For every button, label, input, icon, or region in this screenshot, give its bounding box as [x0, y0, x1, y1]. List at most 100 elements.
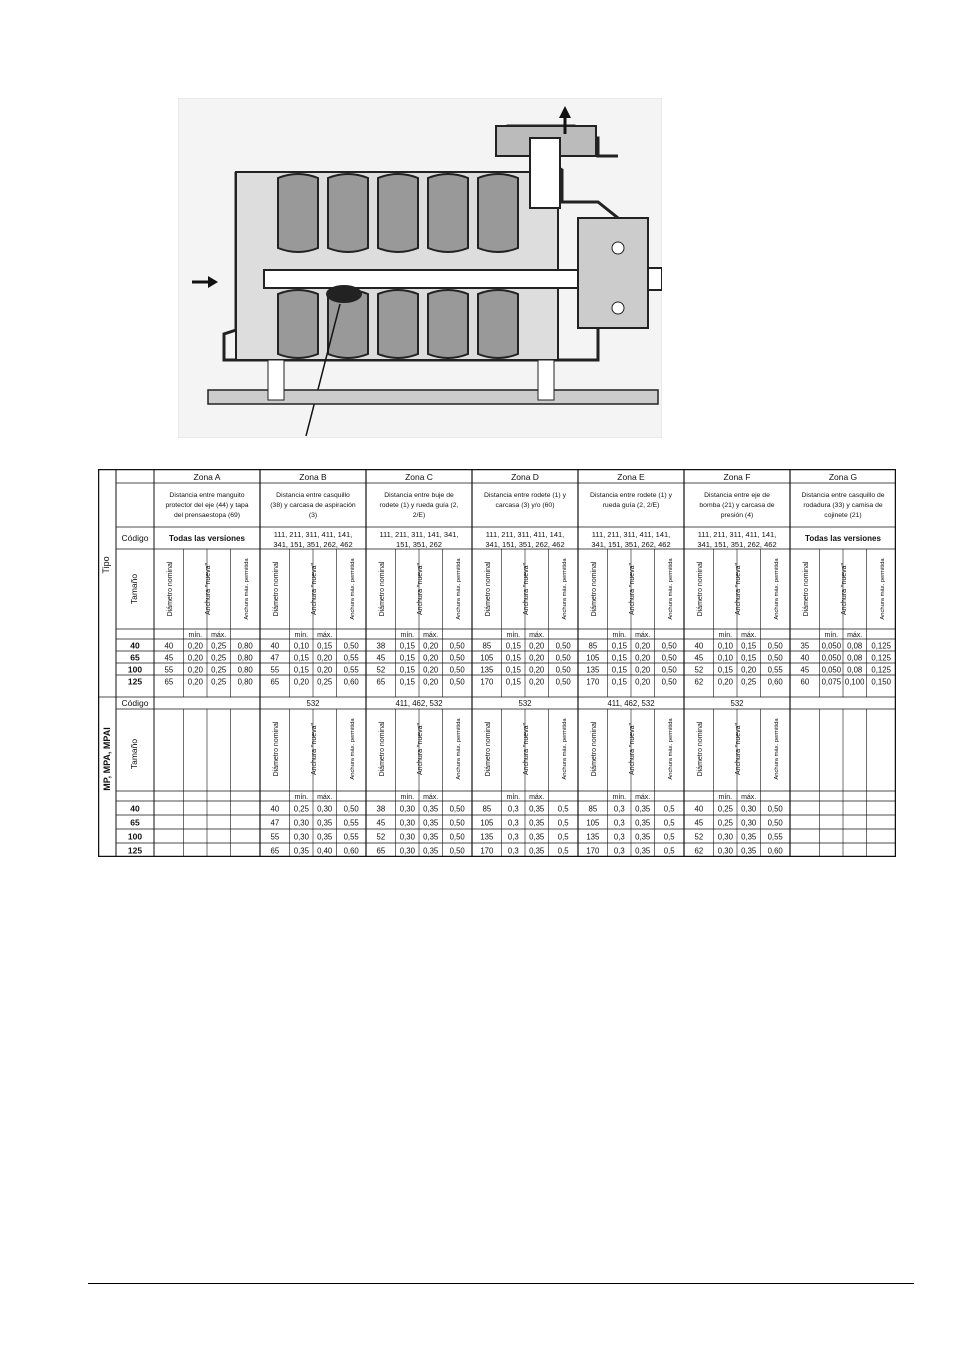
size-label-bottom: 125 — [128, 846, 142, 856]
cell-value-lower: 0,35 — [741, 847, 757, 856]
cell-value-lower: 0,25 — [294, 805, 310, 814]
cell-value: 0,15 — [400, 654, 416, 663]
min-label-lower: mín. — [719, 794, 733, 801]
cell-value: 0,08 — [847, 642, 862, 651]
column-label: Anchura máx. permitida — [774, 558, 780, 620]
zone-description: rodadura (33) y camisa de — [803, 502, 883, 509]
cell-value: 0,15 — [400, 666, 416, 675]
size-label-bottom: 100 — [128, 832, 142, 842]
zone-description: Distancia entre buje de — [384, 492, 454, 499]
cell-value: 40 — [164, 642, 173, 651]
cell-value-lower: 0,3 — [614, 805, 625, 814]
codigo-label-lower: Código — [122, 698, 149, 708]
column-label: Anchura máx. permitida — [562, 558, 568, 620]
cell-value: 0,075 — [822, 678, 842, 687]
zone-name: Zona B — [299, 472, 327, 482]
min-label-lower: mín. — [507, 794, 521, 801]
zone-description: carcasa (3) y/o (60) — [496, 502, 555, 509]
cell-value-lower: 0,35 — [741, 833, 757, 842]
size-label-top: 100 — [128, 665, 142, 675]
cell-value: 0,50 — [662, 678, 678, 687]
cell-value: 85 — [482, 642, 491, 651]
cell-value: 0,125 — [871, 666, 891, 675]
cell-value: 65 — [270, 678, 279, 687]
cell-value-lower: 0,55 — [344, 833, 360, 842]
cell-value-lower: 52 — [376, 833, 385, 842]
size-label-top: 40 — [130, 641, 140, 651]
cell-value: 0,10 — [718, 642, 734, 651]
column-label-lower: Diámetro nominal — [591, 721, 598, 776]
cell-value-lower: 0,35 — [635, 819, 651, 828]
cell-value-lower: 0,30 — [400, 833, 416, 842]
cell-value: 0,20 — [423, 678, 439, 687]
cell-value-lower: 65 — [270, 847, 279, 856]
min-label: mín. — [825, 632, 839, 639]
cell-value-lower: 0,30 — [400, 819, 416, 828]
column-label-lower: Anchura máx. permitida — [668, 718, 674, 780]
zone-description: Distancia entre rodete (1) y — [590, 492, 673, 499]
column-label-lower: Anchura "nueva" — [417, 722, 424, 775]
cell-value-lower: 0,30 — [741, 819, 757, 828]
min-label: mín. — [189, 632, 203, 639]
zone-description: Distancia entre casquillo — [276, 492, 350, 499]
footer-rule — [88, 1283, 914, 1284]
cell-value-lower: 85 — [588, 805, 597, 814]
cell-value-lower: 0,3 — [614, 847, 625, 856]
cell-value-lower: 0,35 — [529, 805, 545, 814]
cell-value-lower: 0,50 — [450, 819, 466, 828]
cell-value-lower: 0,35 — [317, 819, 333, 828]
cell-value-lower: 0,5 — [558, 833, 570, 842]
cell-value: 0,25 — [211, 666, 227, 675]
zone-description: Distancia entre rodete (1) y — [484, 492, 567, 499]
cell-value: 0,50 — [450, 666, 466, 675]
cell-value-lower: 0,30 — [317, 805, 333, 814]
cell-value-lower: 0,50 — [768, 819, 784, 828]
cell-value-lower: 52 — [694, 833, 703, 842]
cell-value-lower: 0,5 — [558, 819, 570, 828]
zone-description: Distancia entre casquillo de — [801, 492, 884, 499]
cell-value: 47 — [270, 654, 279, 663]
zone-codes-top: Todas las versiones — [169, 534, 245, 543]
zone-codes-top: 341, 151, 351, 262, 462 — [273, 540, 352, 549]
cell-value: 65 — [376, 678, 385, 687]
max-label-lower: máx. — [529, 794, 544, 801]
cell-value-lower: 0,35 — [635, 833, 651, 842]
cell-value: 0,20 — [635, 666, 651, 675]
zone-codes-top: 111, 211, 311, 411, 141, — [592, 530, 671, 539]
cell-value: 0,15 — [741, 654, 757, 663]
cell-value: 35 — [800, 642, 809, 651]
cell-value: 0,50 — [768, 642, 784, 651]
cell-value-lower: 0,3 — [508, 819, 519, 828]
zone-codes-top: 341, 151, 351, 262, 462 — [485, 540, 564, 549]
column-label-lower: Diámetro nominal — [485, 721, 492, 776]
max-label-lower: máx. — [741, 794, 756, 801]
column-label-lower: Anchura "nueva" — [629, 722, 636, 775]
zone-description: del prensaestopa (69) — [174, 512, 240, 519]
cell-value: 135 — [480, 666, 494, 675]
min-label-lower: mín. — [295, 794, 309, 801]
cell-value-lower: 0,30 — [294, 819, 310, 828]
column-label-lower: Anchura máx. permitida — [350, 718, 356, 780]
cell-value-lower: 0,50 — [450, 805, 466, 814]
column-label: Diámetro nominal — [273, 561, 280, 616]
tamano-label-lower: Tamaño — [129, 739, 139, 770]
max-label: máx. — [317, 632, 332, 639]
cell-value: 0,15 — [612, 678, 628, 687]
cell-value-lower: 0,3 — [614, 833, 625, 842]
cell-value: 0,25 — [211, 654, 227, 663]
cell-value: 0,15 — [741, 642, 757, 651]
cell-value-lower: 0,5 — [664, 819, 676, 828]
zone-description: protector del eje (44) y tapa — [165, 502, 248, 509]
zone-name: Zona C — [405, 472, 433, 482]
cell-value: 45 — [800, 666, 809, 675]
cell-value: 0,050 — [822, 654, 842, 663]
cell-value: 0,20 — [529, 678, 545, 687]
column-label: Diámetro nominal — [485, 561, 492, 616]
column-label-lower: Anchura "nueva" — [311, 722, 318, 775]
cell-value-lower: 40 — [694, 805, 703, 814]
cell-value-lower: 0,35 — [529, 819, 545, 828]
cell-value-lower: 0,35 — [423, 805, 439, 814]
column-label: Diámetro nominal — [803, 561, 810, 616]
cell-value: 0,50 — [450, 642, 466, 651]
